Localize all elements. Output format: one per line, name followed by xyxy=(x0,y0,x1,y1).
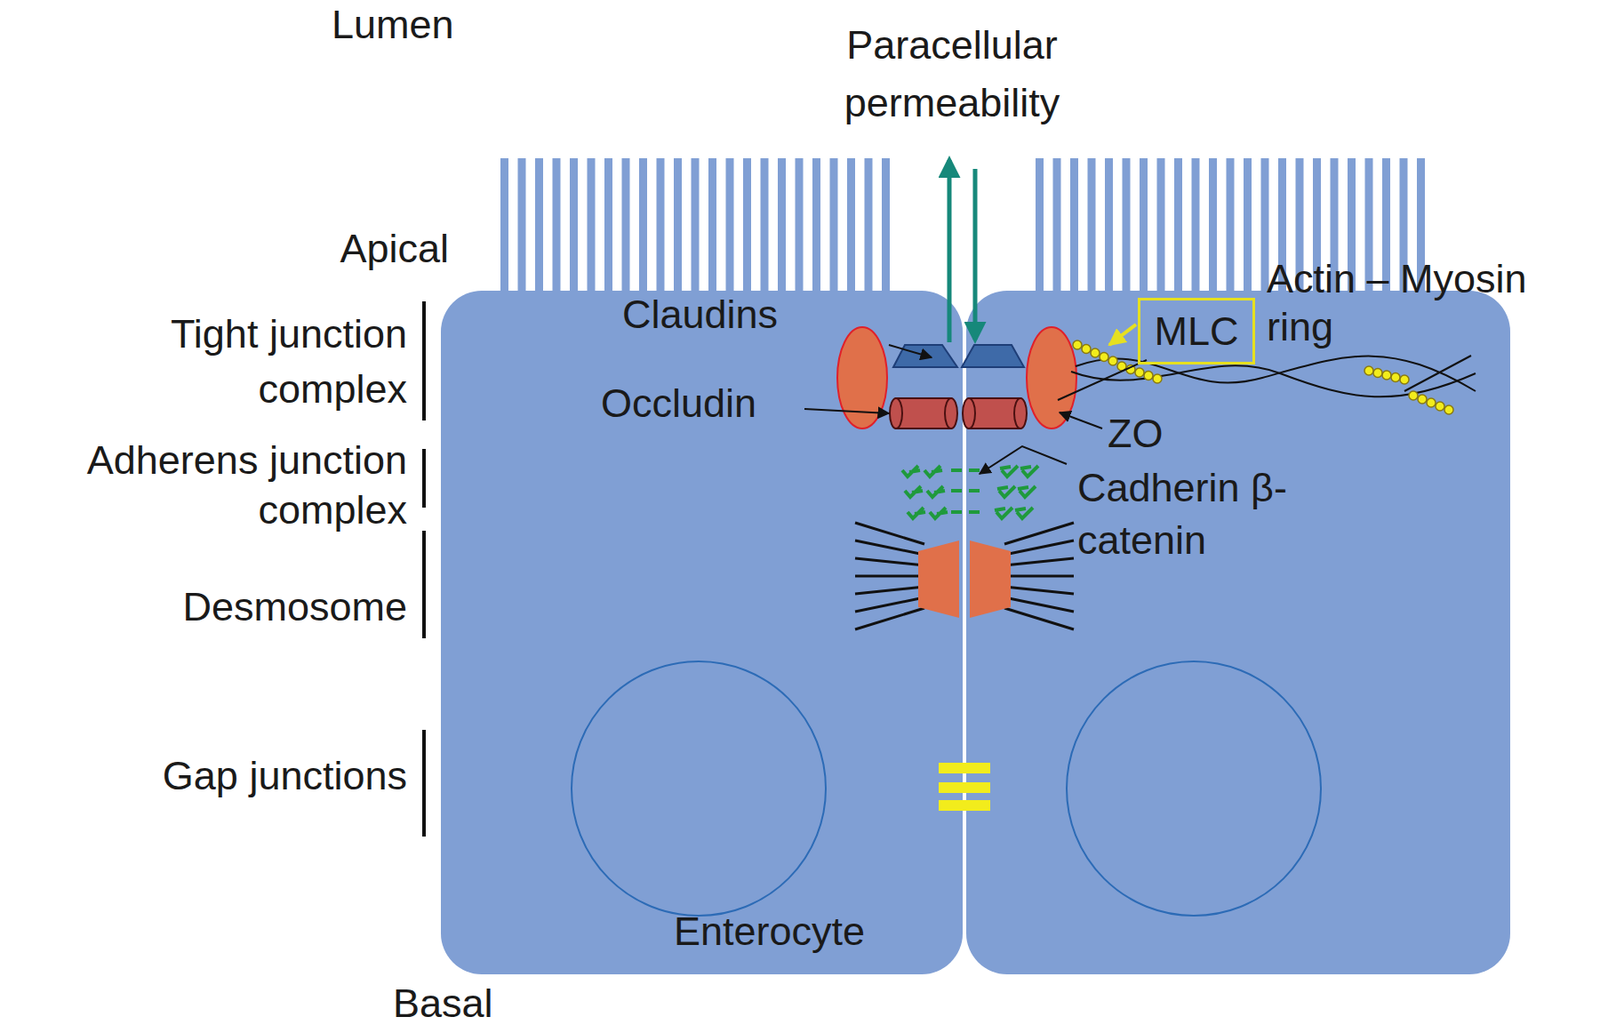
actin-filament xyxy=(1071,355,1476,397)
leader-line xyxy=(888,344,932,358)
part-label: Paracellular permeability xyxy=(783,16,1121,133)
intercellular-space xyxy=(963,342,967,952)
zo-protein xyxy=(1026,327,1077,429)
part-label: Basal xyxy=(392,981,571,1026)
part-label: Claudins xyxy=(622,289,889,340)
region-bracket xyxy=(422,301,426,837)
part-label: Actin – Myosin ring xyxy=(1266,255,1594,352)
mlc-arrow xyxy=(1109,324,1136,345)
desmosome xyxy=(855,522,1074,630)
part-label: Apical xyxy=(271,224,449,274)
mlc-box: MLC xyxy=(1137,297,1256,365)
nucleus xyxy=(1066,661,1321,916)
permeability-arrow xyxy=(947,160,952,343)
permeability-arrow xyxy=(973,168,978,340)
claudin xyxy=(961,344,1024,368)
leader-line xyxy=(979,446,1067,474)
node-text: Enterocyte xyxy=(673,908,865,955)
part-label: Gap junctions xyxy=(53,751,408,801)
cadherin-marks xyxy=(902,465,1039,519)
part-label: Lumen xyxy=(331,0,510,50)
leader-line xyxy=(804,408,889,414)
myosin-dots xyxy=(1072,340,1454,415)
gap-junction xyxy=(938,762,991,811)
nucleus xyxy=(571,661,826,916)
left-cell-body xyxy=(440,290,963,975)
right-cell-body xyxy=(966,290,1511,975)
occludin xyxy=(889,398,1027,429)
part-label: Occludin xyxy=(600,378,868,429)
part-label: Tight junction complex xyxy=(67,306,408,417)
part-label: Cadherin β-catenin xyxy=(1077,462,1309,567)
part-label: Adherens junction complex xyxy=(3,435,408,536)
part-label: Desmosome xyxy=(97,582,408,632)
leader-line xyxy=(1059,412,1103,429)
leader-line xyxy=(1057,360,1147,400)
part-label: ZO xyxy=(1107,408,1215,459)
node-text: MLC xyxy=(1153,308,1239,355)
